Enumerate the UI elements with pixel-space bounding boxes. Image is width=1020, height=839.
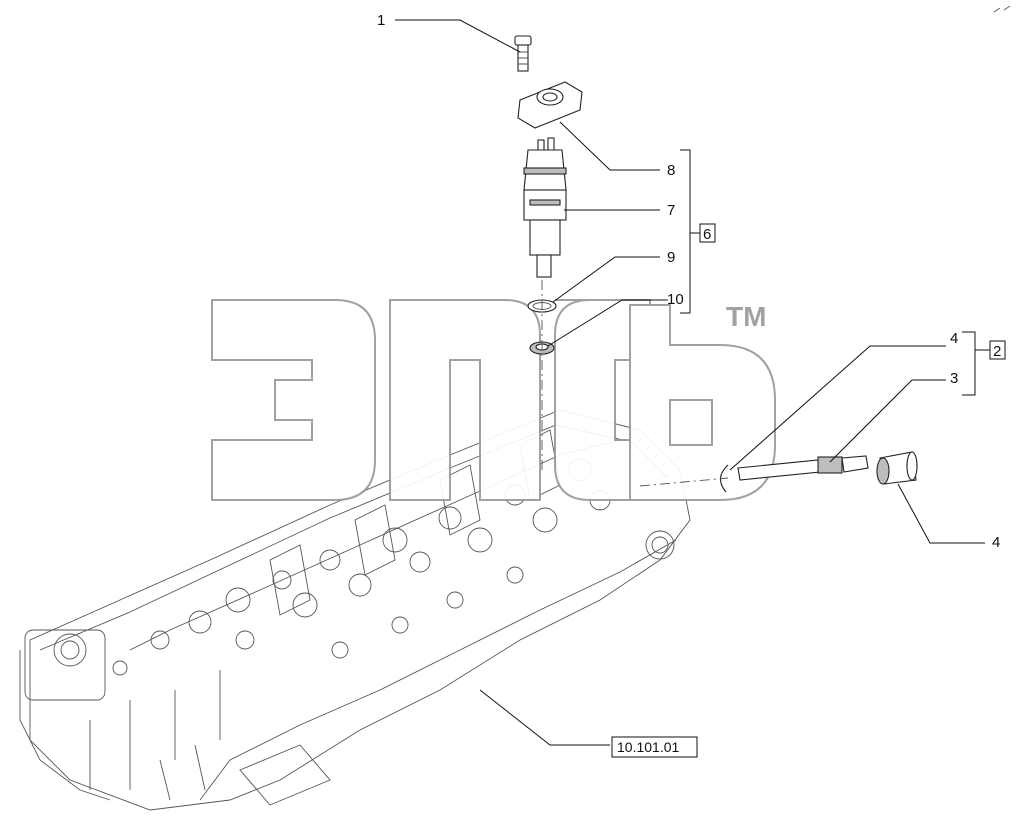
callout-2-box	[989, 340, 1006, 360]
callout-7: 7	[667, 202, 675, 219]
callout-6: 6	[703, 226, 711, 243]
clamp-part	[517, 81, 583, 129]
callout-10: 10	[667, 291, 684, 308]
bolt-part	[514, 35, 532, 72]
reference-box	[611, 736, 698, 758]
callout-3: 3	[950, 370, 958, 387]
watermark-logo: TM	[211, 299, 776, 501]
callout-4-top: 4	[950, 330, 958, 347]
watermark-tm: TM	[726, 301, 766, 332]
fuel-pipe-part	[737, 455, 869, 481]
injector-part	[523, 137, 567, 278]
callout-8: 8	[667, 162, 675, 179]
corner-mark-icon	[993, 5, 1011, 13]
plug-part	[876, 451, 918, 485]
callout-6-box	[699, 223, 716, 243]
callout-2: 2	[993, 343, 1001, 360]
callout-1: 1	[377, 12, 385, 29]
callout-4-bottom: 4	[992, 534, 1000, 551]
reference-label: 10.101.01	[617, 739, 679, 755]
callout-9: 9	[667, 249, 675, 266]
leader-lines	[395, 19, 990, 746]
